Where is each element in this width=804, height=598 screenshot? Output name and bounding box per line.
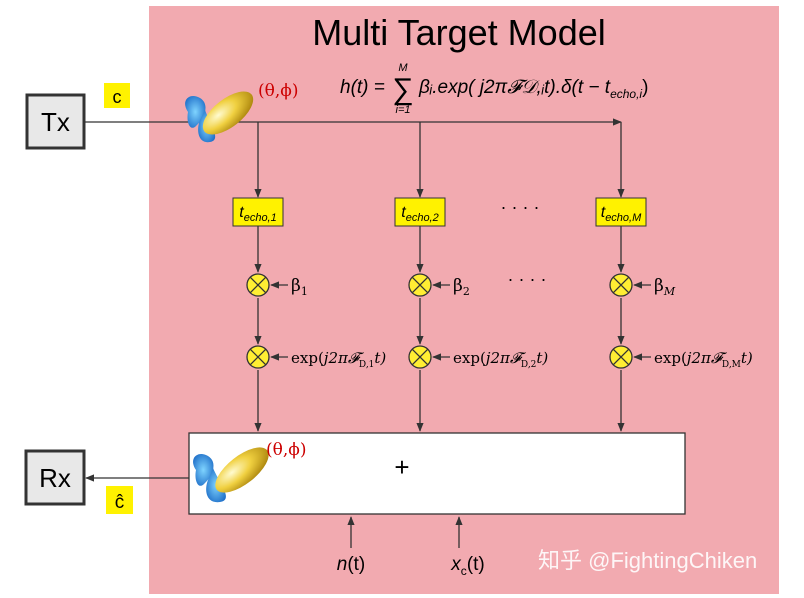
summation-box [188, 432, 686, 515]
channel-formula: h(t) = M ∑ i=1 βᵢ.exp( j2π𝓕𝒟,ᵢt).δ(t − t… [340, 62, 648, 116]
tx-block: Tx [25, 93, 86, 150]
formula-sum-top: M [398, 62, 408, 74]
summation-symbol: + [394, 452, 409, 482]
beta-mixer-cross-1 [249, 276, 267, 294]
doppler-mixer-cross-2 [411, 348, 429, 366]
beta-mixer-cross-2 [411, 276, 429, 294]
delay-box-3 [595, 197, 647, 227]
delay-label-2: techo,2 [401, 204, 438, 224]
delay-label-1: techo,1 [239, 204, 276, 224]
rx-box [24, 449, 86, 506]
beta-ellipsis: · · · · [508, 269, 547, 289]
delay-box-1 [232, 197, 284, 227]
clutter-label: xc(t) [450, 554, 484, 578]
tx-box [25, 93, 86, 150]
formula-rhs: βᵢ.exp( j2π𝓕𝒟,ᵢt).δ(t − techo,i) [418, 77, 648, 101]
doppler-label-3: exp(j2π𝓕D,Mt) [654, 349, 753, 370]
doppler-mixer-cross-3 [612, 348, 630, 366]
doppler-label-2: exp(j2π𝓕D,2t) [453, 349, 548, 370]
formula-sum-symbol: ∑ [392, 73, 413, 106]
watermark: 知乎 @FightingChiken [538, 548, 757, 573]
noise-label: n(t) [337, 554, 366, 575]
delay-box-2 [394, 197, 446, 227]
formula-lhs: h(t) = [340, 77, 385, 98]
doppler-mixer-cross-1 [249, 348, 267, 366]
rx-label: Rx [39, 463, 71, 493]
beta-label-2: β2 [453, 276, 470, 298]
formula-sum-bottom: i=1 [396, 104, 411, 116]
tx-signal-label: c [113, 87, 122, 107]
rx-signal-badge [106, 486, 133, 514]
rx-antenna-pattern [193, 447, 269, 503]
delay-label-3: techo,M [601, 204, 642, 224]
delay-ellipsis: · · · · [501, 197, 540, 217]
beta-label-1: β1 [291, 276, 308, 298]
rx-angle-label: (θ,ϕ) [266, 440, 307, 460]
rx-signal-label: ĉ [115, 492, 125, 513]
tx-signal-badge [104, 83, 130, 108]
tx-antenna-pattern [185, 91, 254, 143]
diagram-title: Multi Target Model [312, 12, 605, 53]
rx-block: Rx [24, 449, 86, 506]
beta-label-3: βM [654, 276, 676, 298]
tx-label: Tx [41, 107, 70, 137]
tx-angle-label: (θ,ϕ) [258, 81, 299, 101]
doppler-label-1: exp(j2π𝓕D,1t) [291, 349, 386, 370]
beta-mixer-cross-3 [612, 276, 630, 294]
